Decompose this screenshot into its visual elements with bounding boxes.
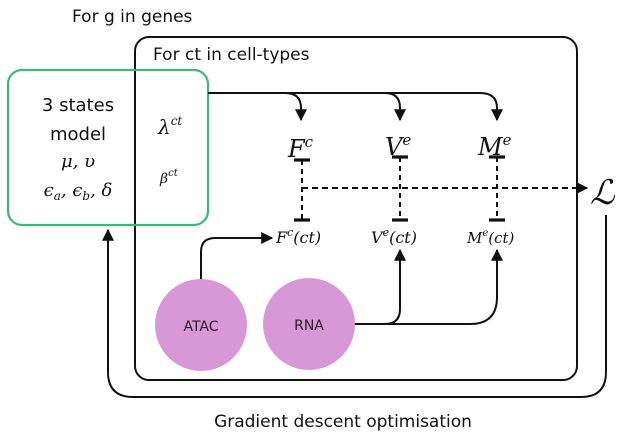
model-box-params1: μ, υ — [61, 151, 95, 172]
rna-to-Me-arrow — [385, 248, 503, 325]
gradient-descent-label: Gradient descent optimisation — [214, 412, 472, 432]
lambda-param: λct — [157, 114, 182, 139]
ct-Me: Me(ct) — [466, 228, 515, 247]
gradient-descent-loop-arrow — [102, 215, 607, 398]
model-box — [6, 68, 210, 227]
latent-Ve: Ve — [385, 131, 411, 161]
rna-node: RNA — [263, 278, 355, 370]
model-box-line2: model — [50, 124, 106, 145]
rna-circle — [263, 278, 355, 370]
genes-loop-title: For g in genes — [72, 7, 193, 27]
celltype-loop-title: For ct in cell-types — [153, 45, 310, 65]
rna-label: RNA — [294, 318, 324, 334]
model-box-params2: ϵa, ϵb, δ — [44, 180, 113, 203]
celltype-loop-box — [134, 36, 578, 381]
arrow-to-Fc — [284, 92, 307, 122]
latent-Fc: Fc — [287, 133, 314, 163]
latent-Me: Me — [477, 131, 512, 161]
loss-symbol: ℒ — [590, 173, 616, 213]
model-box-line1: 3 states — [42, 95, 114, 116]
atac-to-Fc-arrow — [200, 232, 274, 280]
ct-Ve: Ve(ct) — [371, 226, 417, 247]
ct-Fc: Fc(ct) — [275, 226, 321, 247]
atac-label: ATAC — [183, 319, 218, 335]
arrow-to-Me — [479, 92, 503, 122]
rna-to-Ve-arrow — [354, 248, 406, 325]
atac-circle — [155, 279, 247, 371]
beta-param: βct — [159, 168, 179, 187]
arrow-to-Ve — [384, 92, 406, 122]
atac-node: ATAC — [155, 279, 247, 371]
